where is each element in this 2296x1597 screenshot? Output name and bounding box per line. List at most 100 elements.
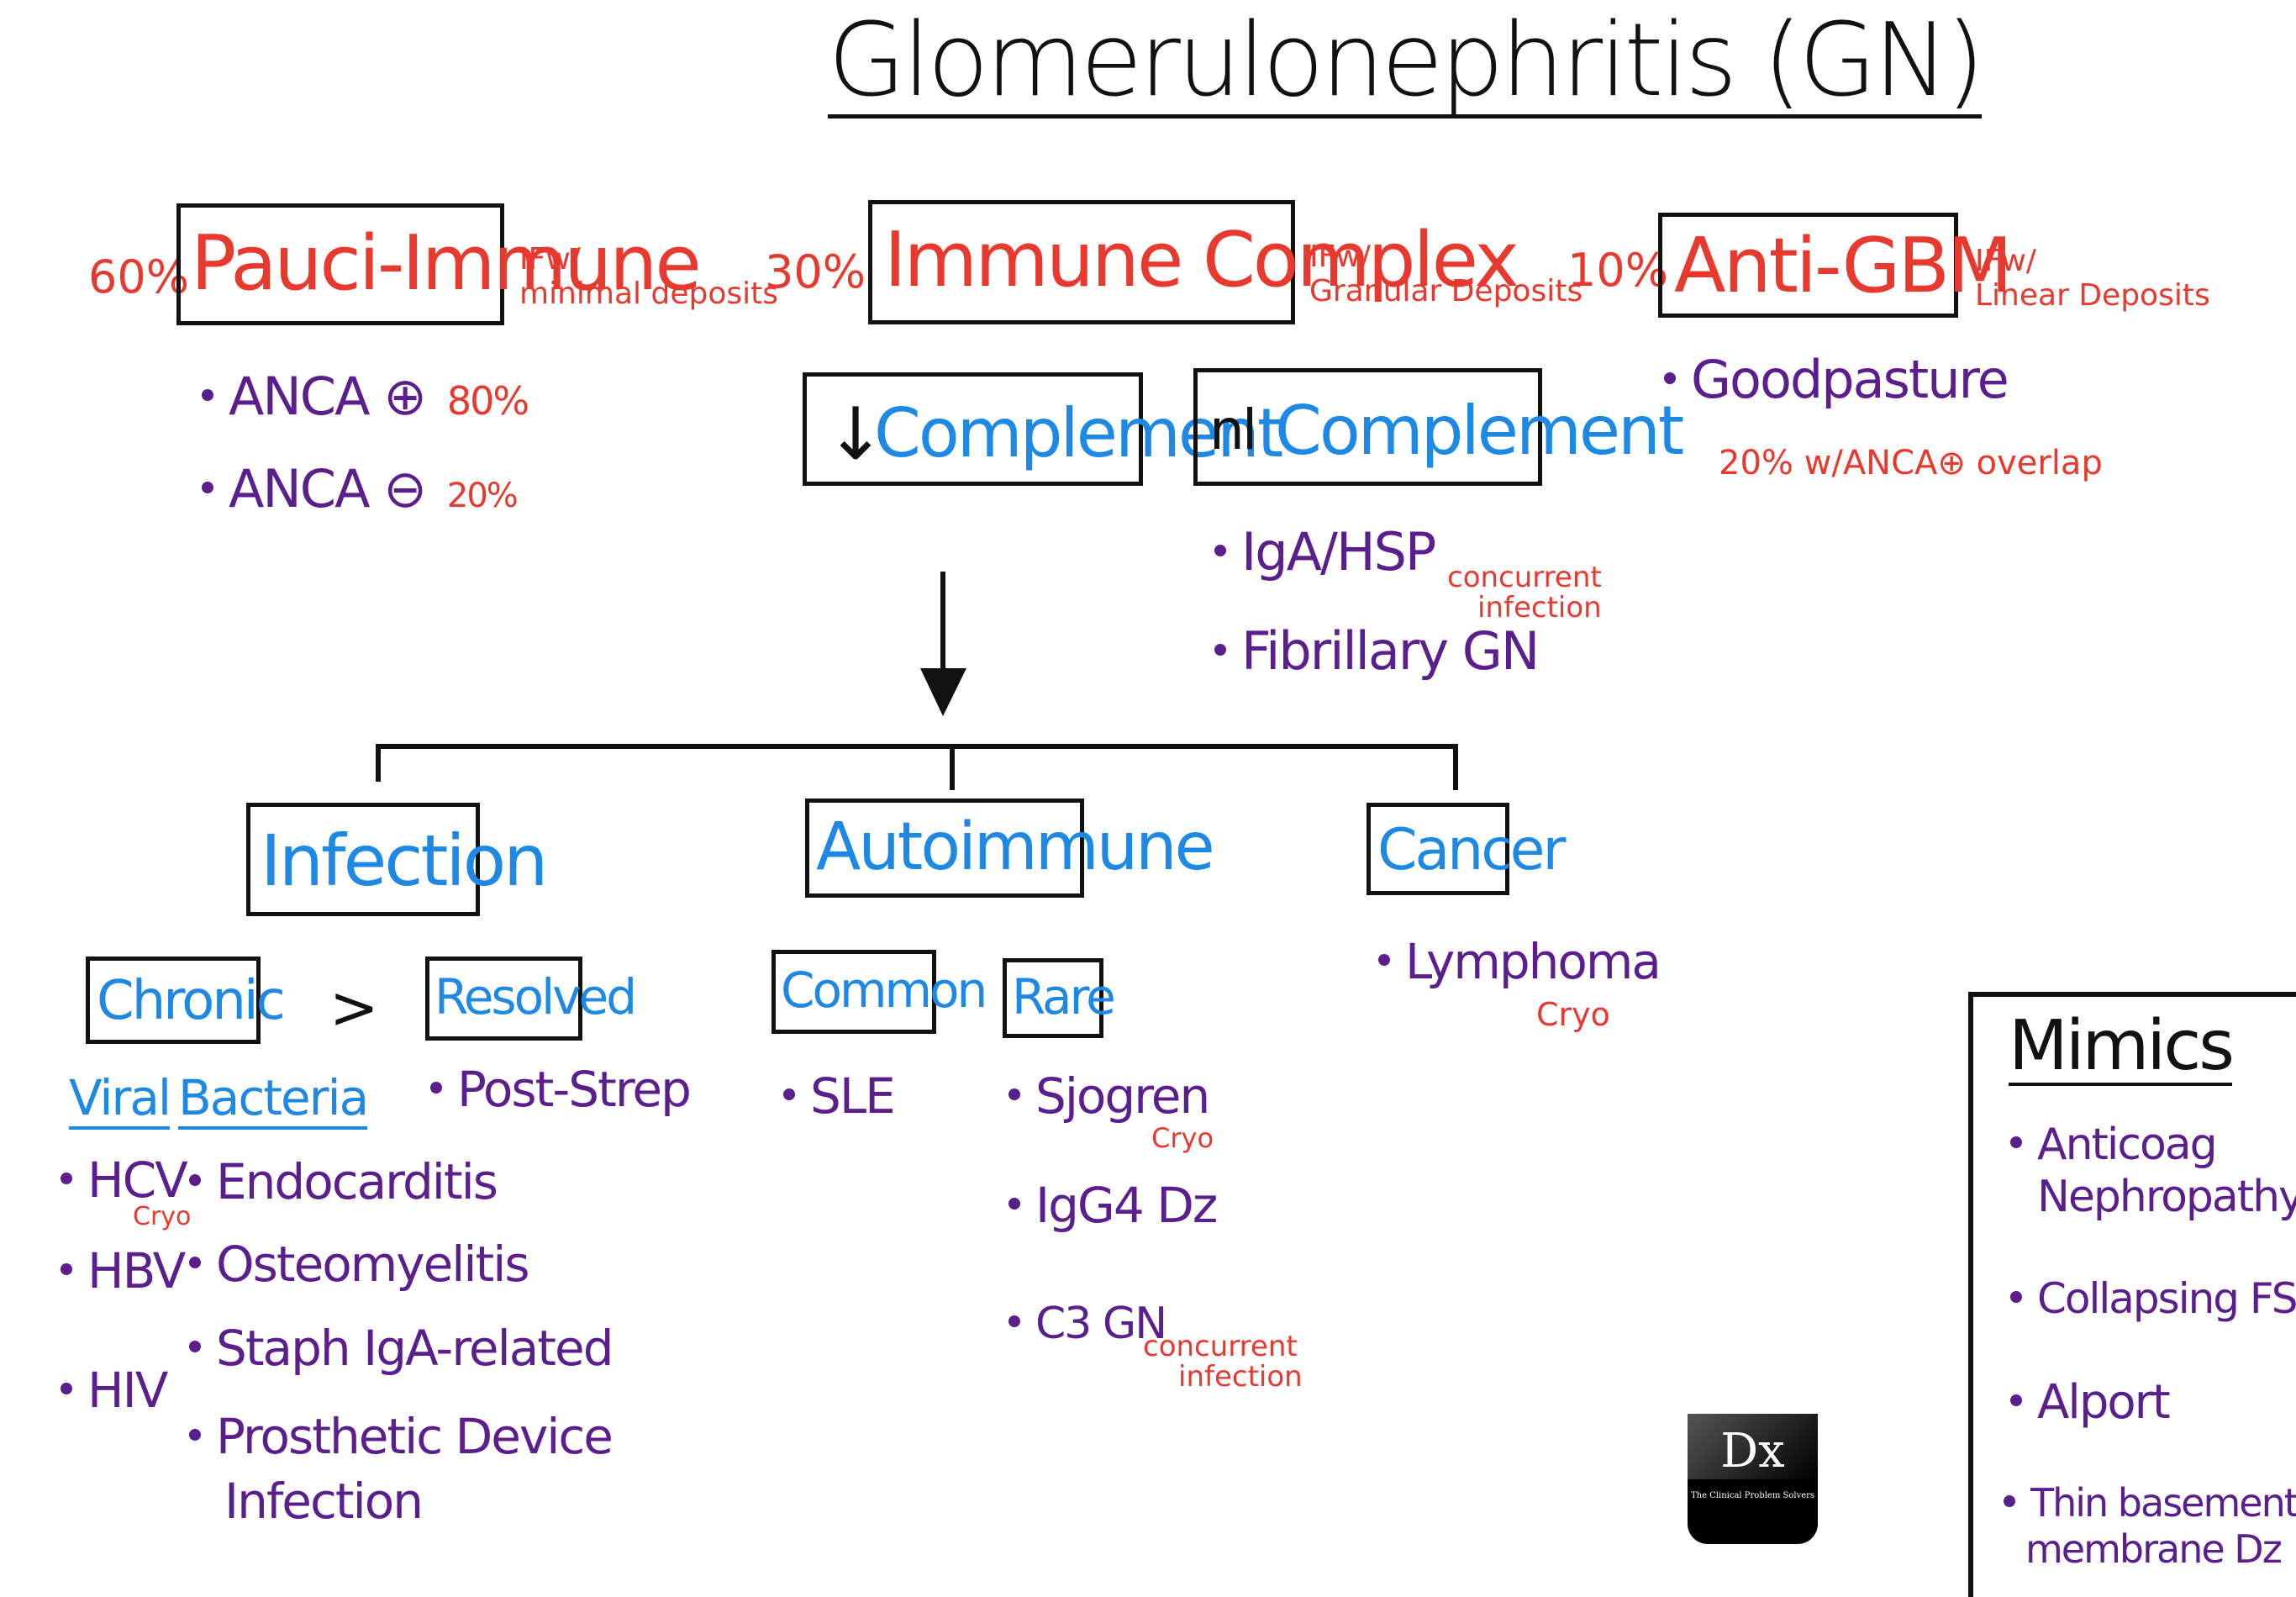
resolved-box: Resolved: [425, 957, 637, 1041]
common-item-sle: SLE: [783, 1067, 896, 1125]
pauci-label: Pauci-Immune: [191, 219, 702, 308]
mimics-item-thin-basement: Thin basement membrane Dz: [2004, 1480, 2296, 1573]
common-label: Common: [781, 962, 987, 1019]
normal-item-iga: IgA/HSP: [1214, 521, 1436, 582]
bullet-icon: [783, 1088, 795, 1100]
infection-box: Infection: [246, 803, 548, 916]
dx-logo: Dx The Clinical Problem Solvers: [1688, 1414, 1818, 1544]
immune-percent: 30%: [765, 245, 866, 298]
autoimmune-label: Autoimmune: [816, 809, 1215, 885]
low-complement-label: Complement: [874, 394, 1283, 472]
bacteria-item-staph: Staph IgA-related: [189, 1320, 614, 1377]
normal-prefix: nl: [1209, 398, 1257, 462]
rare-item-sjogren: Sjogren: [1008, 1067, 1210, 1125]
bullet-icon: [1008, 1315, 1020, 1327]
low-complement-box: ↓ Complement: [803, 372, 1283, 486]
chronic-box: Chronic: [86, 957, 286, 1044]
bullet-icon: [189, 1340, 201, 1352]
viral-header: Viral: [69, 1069, 171, 1130]
bullet-icon: [2004, 1494, 2015, 1507]
bacteria-item-endocarditis: Endocarditis: [189, 1153, 498, 1210]
immune-if-note: IFw/ Granular Deposits: [1309, 240, 1582, 309]
common-box: Common: [771, 950, 987, 1034]
immune-complex-box: Immune Complex: [868, 200, 1519, 324]
bullet-icon: [61, 1382, 72, 1394]
infection-label: Infection: [261, 820, 548, 902]
bullet-icon: [61, 1262, 72, 1275]
lymphoma-note: Cryo: [1536, 996, 1610, 1033]
greater-than-symbol: >: [329, 973, 379, 1042]
pauci-item-anca-neg-note: 20%: [446, 477, 519, 515]
pauci-if-line2: minimal deposits: [519, 277, 778, 312]
antigbm-if-line1: IFw/: [1975, 244, 2036, 278]
down-arrow-icon: ↓: [825, 393, 886, 477]
chronic-label: Chronic: [97, 970, 286, 1032]
mimics-panel: Mimics Anticoag Nephropathy Collapsing F…: [1968, 992, 2296, 1597]
down-arrow-head-icon: [920, 668, 966, 716]
immune-if-line1: IFw/: [1309, 240, 1371, 274]
antigbm-overlap-note: 20% w/ANCA⊕ overlap: [1719, 444, 2103, 482]
diagram-title: Glomerulonephritis (GN): [828, 3, 1985, 119]
normal-item-fibrillary: Fibrillary GN: [1214, 620, 1540, 682]
autoimmune-box: Autoimmune: [805, 798, 1215, 898]
immune-if-line2: Granular Deposits: [1309, 274, 1583, 309]
bullet-icon: [1378, 953, 1390, 966]
rare-label: Rare: [1012, 968, 1116, 1025]
bullet-icon: [189, 1428, 201, 1441]
antigbm-if-note: IFw/ Linear Deposits: [1975, 244, 2210, 314]
rare-item-c3gn: C3 GN: [1008, 1299, 1167, 1349]
resolved-item-post-strep: Post-Strep: [430, 1061, 692, 1118]
bullet-icon: [61, 1172, 72, 1184]
mimics-item-fsgs: Collapsing FSGS: [2010, 1274, 2296, 1323]
pauci-if-note: IFw/ minimal deposits: [519, 242, 778, 312]
cancer-box: Cancer: [1367, 803, 1566, 895]
bullet-icon: [2010, 1394, 2022, 1406]
bullet-icon: [1214, 544, 1226, 556]
iga-note: concurrent infection: [1447, 561, 1602, 625]
bullet-icon: [1008, 1088, 1020, 1100]
viral-item-hcv: HCV: [61, 1152, 188, 1209]
c3gn-note: concurrent infection: [1143, 1330, 1303, 1394]
cancer-item-lymphoma: Lymphoma: [1378, 933, 1661, 990]
cancer-label: Cancer: [1377, 817, 1566, 883]
antigbm-percent: 10%: [1567, 244, 1669, 297]
bacteria-item-prosthetic: Prosthetic Device: [189, 1408, 613, 1465]
bullet-icon: [2010, 1136, 2022, 1148]
dx-logo-tagline: The Clinical Problem Solvers: [1690, 1491, 1815, 1500]
immune-complex-label: Immune Complex: [884, 216, 1519, 304]
pauci-item-anca-pos-note: 80%: [446, 378, 529, 424]
normal-complement-label: Complement: [1275, 392, 1684, 470]
sjogren-note: Cryo: [1151, 1122, 1214, 1154]
antigbm-box: Anti-GBM: [1658, 213, 2013, 318]
bullet-icon: [430, 1081, 442, 1094]
bacteria-header: Bacteria: [178, 1069, 369, 1130]
pauci-percent: 60%: [88, 250, 190, 303]
bacteria-item-prosthetic-line2: Infection: [224, 1473, 424, 1530]
bullet-icon: [189, 1173, 201, 1186]
rare-item-igg4: IgG4 Dz: [1008, 1177, 1218, 1234]
rare-box: Rare: [1003, 958, 1116, 1038]
bacteria-item-osteomyelitis: Osteomyelitis: [189, 1236, 530, 1293]
mimics-title: Mimics: [2009, 1006, 2235, 1087]
bullet-icon: [189, 1256, 201, 1268]
antigbm-if-line2: Linear Deposits: [1975, 278, 2210, 314]
viral-item-hbv: HBV: [61, 1242, 186, 1299]
bullet-icon: [1008, 1197, 1020, 1210]
bullet-icon: [1664, 372, 1676, 384]
resolved-label: Resolved: [434, 968, 637, 1025]
mimics-item-anticoag: Anticoag Nephropathy: [2010, 1119, 2296, 1224]
hcv-note: Cryo: [133, 1202, 192, 1231]
bullet-icon: [202, 481, 213, 493]
bullet-icon: [1214, 643, 1226, 656]
viral-item-hiv: HIV: [61, 1362, 168, 1419]
pauci-item-anca-pos: ANCA ⊕ 80%: [202, 366, 529, 427]
antigbm-item-goodpasture: Goodpasture: [1664, 349, 2009, 410]
pauci-box: Pauci-Immune: [176, 203, 702, 325]
pauci-item-anca-neg: ANCA ⊖ 20%: [202, 458, 519, 519]
normal-complement-box: nl Complement: [1193, 368, 1684, 486]
bullet-icon: [2010, 1290, 2022, 1303]
pauci-if-line1: IFw/: [519, 242, 581, 277]
dx-logo-mark: Dx: [1720, 1424, 1785, 1478]
